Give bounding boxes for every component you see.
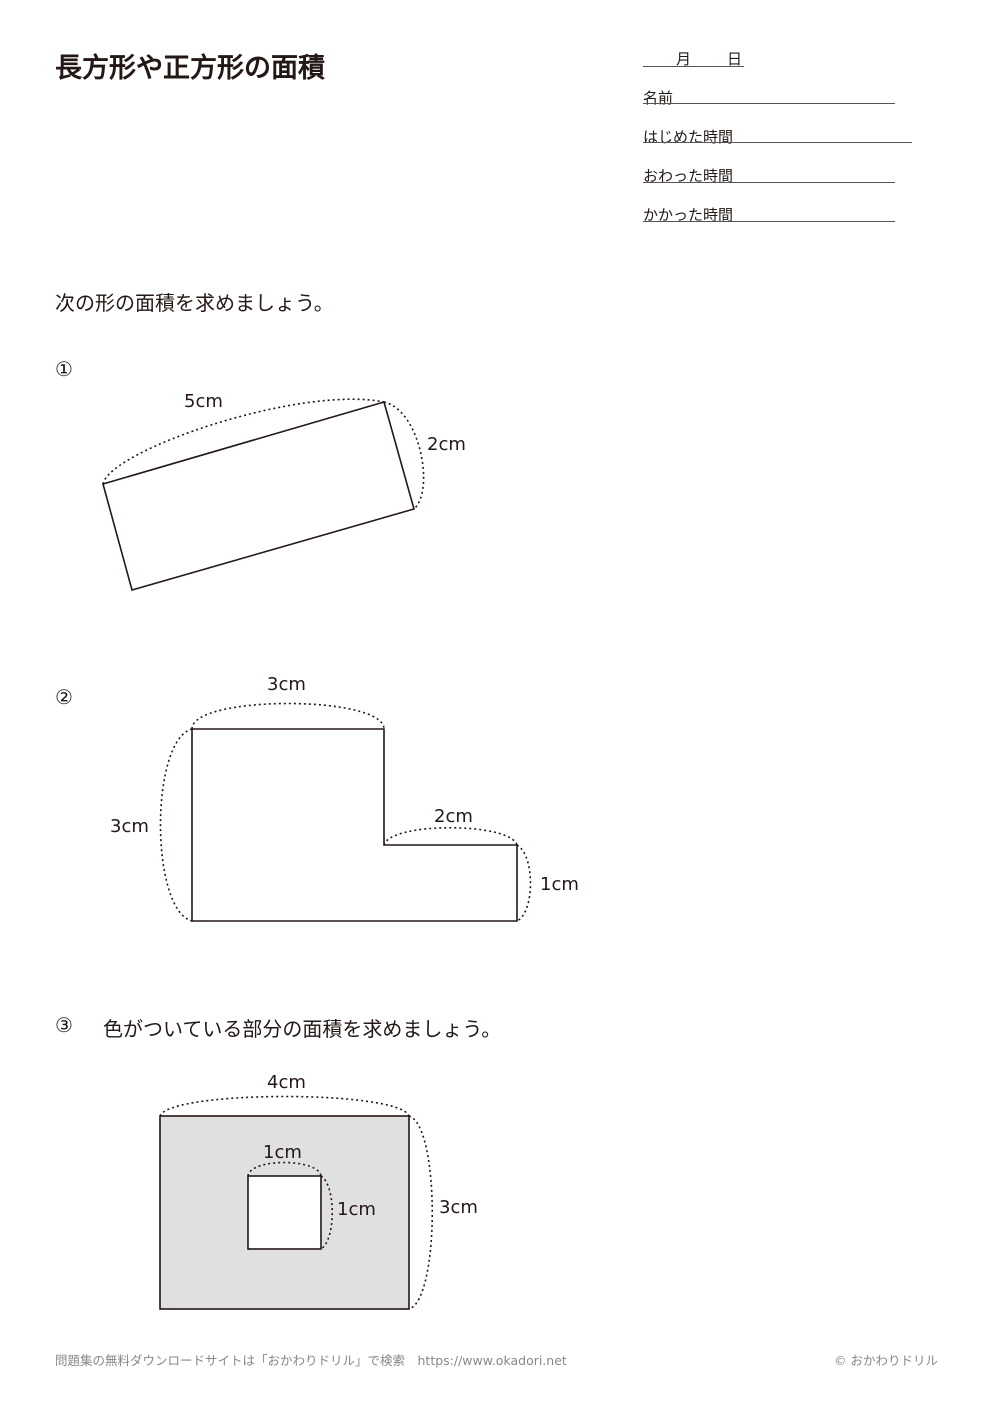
start-time-field[interactable] xyxy=(643,142,912,143)
instruction: 次の形の面積を求めましょう。 xyxy=(55,291,334,315)
day-label: 日 xyxy=(727,50,743,68)
start-time-label: はじめた時間 xyxy=(643,128,734,146)
inner-white-square xyxy=(247,1175,322,1250)
label-length: 5cm xyxy=(184,391,223,412)
dimension-arc-outer-right xyxy=(408,1115,434,1310)
name-field[interactable] xyxy=(643,103,895,104)
problem-3-number: ③ xyxy=(55,1013,73,1037)
dimension-arc-step xyxy=(383,827,518,846)
label-inner-width: 1cm xyxy=(263,1142,302,1163)
label-step: 2cm xyxy=(434,806,473,827)
rotated-rectangle xyxy=(102,401,415,591)
name-label: 名前 xyxy=(643,89,674,107)
dimension-arc-left xyxy=(159,728,193,922)
dimension-arc-width xyxy=(383,401,425,510)
end-time-label: おわった時間 xyxy=(643,167,734,185)
elapsed-time-field[interactable] xyxy=(643,221,895,222)
month-label: 月 xyxy=(676,50,692,68)
dimension-arc-outer-top xyxy=(159,1095,410,1117)
dimension-arc-inner-top xyxy=(247,1161,322,1177)
dimension-arc-right xyxy=(516,844,532,922)
figure-1: 5cm 2cm xyxy=(102,391,466,591)
elapsed-time-label: かかった時間 xyxy=(643,206,734,224)
figure-3: 4cm 3cm 1cm 1cm xyxy=(159,1072,478,1310)
figure-2: 3cm 3cm 2cm 1cm xyxy=(110,674,579,922)
footer-site-text: 問題集の無料ダウンロードサイトは「おかわりドリル」で検索 https://www… xyxy=(55,1353,567,1368)
problem-1-number: ① xyxy=(55,357,73,381)
footer-copyright: © おかわりドリル xyxy=(834,1353,938,1368)
label-width: 2cm xyxy=(427,434,466,455)
problem-3-instruction: 色がついている部分の面積を求めましょう。 xyxy=(103,1017,502,1041)
label-outer-height: 3cm xyxy=(439,1197,478,1218)
problem-2-number: ② xyxy=(55,685,73,709)
page-title: 長方形や正方形の面積 xyxy=(55,53,325,84)
label-left: 3cm xyxy=(110,816,149,837)
dimension-arc-inner-right xyxy=(320,1175,334,1250)
label-inner-height: 1cm xyxy=(337,1199,376,1220)
dimension-arc-top xyxy=(191,702,385,730)
label-right: 1cm xyxy=(540,874,579,895)
label-outer-width: 4cm xyxy=(267,1072,306,1093)
label-top: 3cm xyxy=(267,674,306,695)
end-time-field[interactable] xyxy=(643,182,895,183)
date-line[interactable] xyxy=(643,66,744,67)
